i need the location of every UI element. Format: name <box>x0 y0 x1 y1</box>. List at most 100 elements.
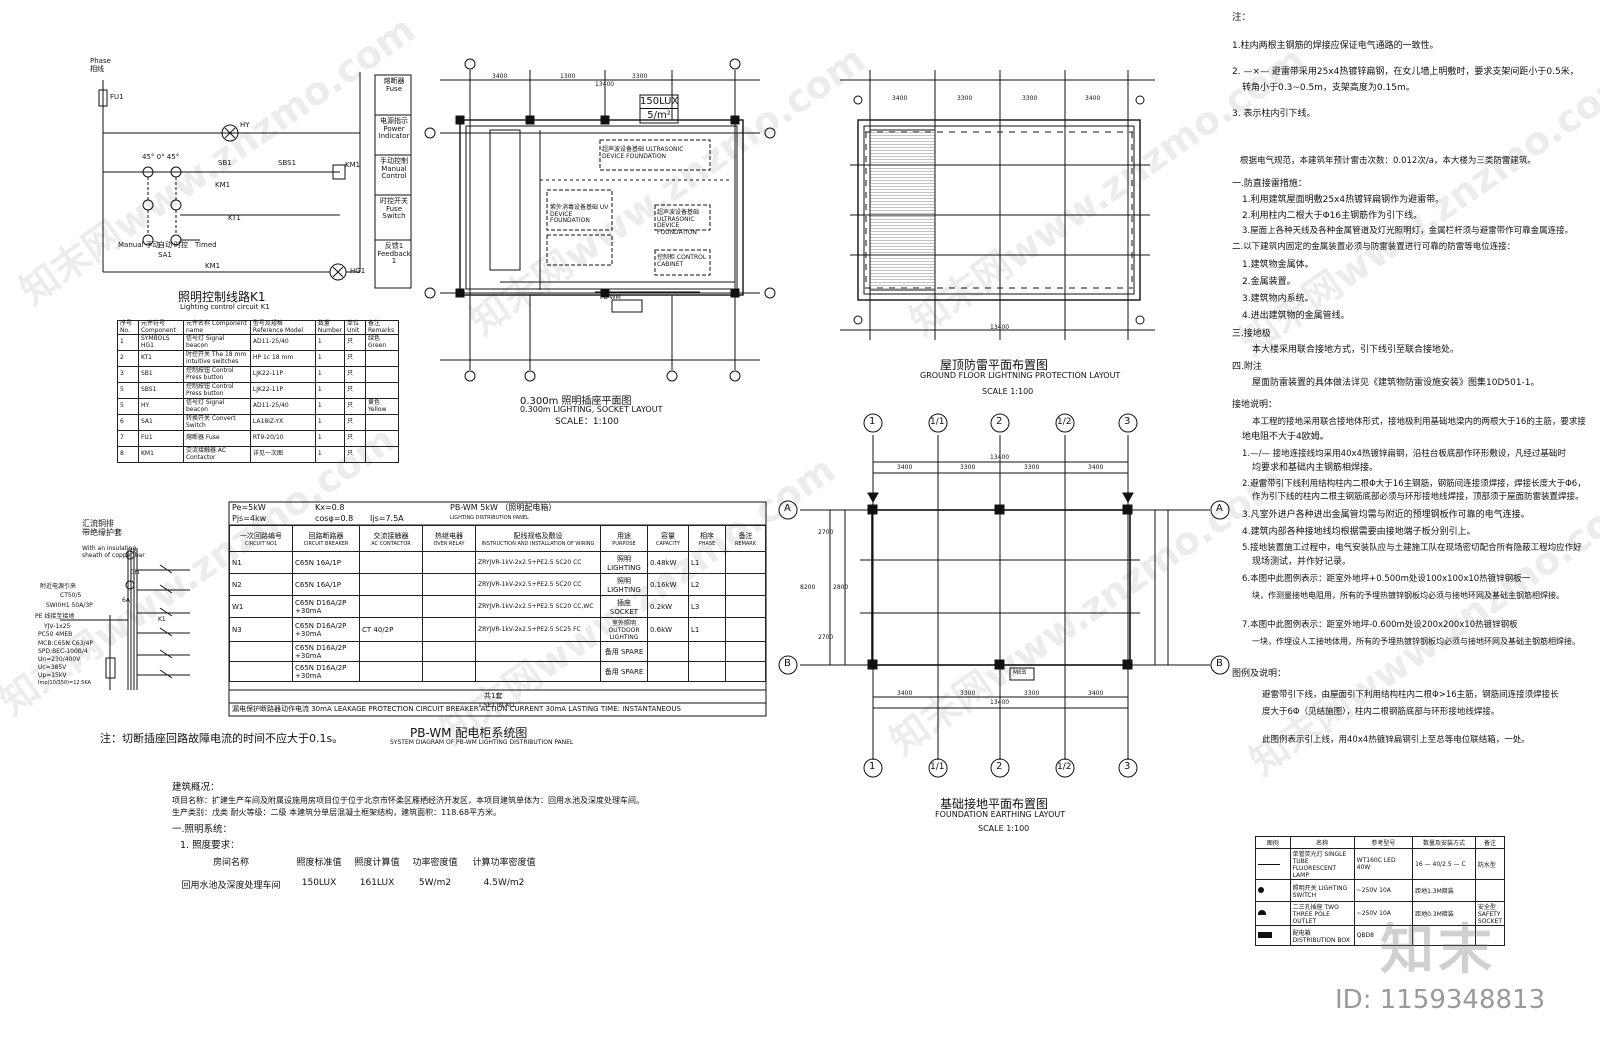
phase-label: Phase 相线 <box>90 57 111 73</box>
legend-cell: 配电箱 DISTRIBUTION BOX <box>1289 925 1355 946</box>
dist-header-cn: 备注 <box>738 531 753 540</box>
table-cell: 只 <box>343 430 366 448</box>
side-label-cn: 手动控制 <box>380 157 408 165</box>
note-line: 3.屋面上各种天线及各种金属管道及灯光照明灯，金属栏杆须与避雷带作可靠金属连接。 <box>1242 226 1574 236</box>
sbs1-label: SBS1 <box>278 159 297 167</box>
dist-cell <box>422 641 476 662</box>
dim-label: 3300 <box>1022 95 1038 102</box>
table-cell: 黄色 Yellow <box>364 398 400 416</box>
dim-label: 3400 <box>892 95 908 102</box>
table-cell <box>364 350 400 368</box>
legend-cell: 照明开关 LIGHTING SWITCH <box>1289 879 1355 902</box>
table-cell: 只 <box>343 334 366 352</box>
table-cell: 只 <box>343 350 366 368</box>
total-dim-label: 13400 <box>595 81 615 88</box>
ct-label: CT50/5 <box>60 592 82 599</box>
illum-header: 照度计算值 <box>354 858 400 868</box>
table-cell: 控制按钮 Control Press button <box>182 366 251 384</box>
table-cell: 1 <box>314 430 345 448</box>
dim-label: 3400 <box>492 73 508 80</box>
legend-cell <box>1255 925 1291 946</box>
table-cell: 1 <box>314 366 345 384</box>
note-line: 四.附注 <box>1232 362 1262 372</box>
dim-label: 3300 <box>957 95 973 102</box>
axis-label: 1/1 <box>930 762 945 772</box>
dist-header-cn: 相序 <box>700 531 714 540</box>
axis-label: 3 <box>1124 416 1131 427</box>
table-cell: HY <box>137 398 184 416</box>
dim-label: 3400 <box>897 690 913 697</box>
table-header: 序号 No. <box>117 319 139 336</box>
legend-header: 备注 <box>1474 836 1506 849</box>
foundation-plan-scale: SCALE 1:100 <box>978 824 1030 833</box>
dist-cell <box>475 661 601 682</box>
note-line: 2.金属装置。 <box>1242 277 1296 287</box>
dist-cell <box>359 661 423 682</box>
dim-label: 3400 <box>1088 690 1104 697</box>
overview-heading: 建筑概况： <box>172 782 220 793</box>
switch-label: SWI0H1 50A/3P <box>46 602 93 609</box>
dist-cell: L3 <box>688 595 726 618</box>
note-line: 二.以下建筑内固定的金属装置必须与防雷装置进行可靠的防雷等电位连接： <box>1232 242 1516 252</box>
overview-section: 一.照明系统： <box>172 824 233 835</box>
note-line: 1.建筑物金属体。 <box>1242 260 1314 270</box>
side-label-en: Fuse Switch <box>382 204 406 221</box>
dim-label: 3400 <box>1088 464 1104 471</box>
illum-header: 功率密度值 <box>412 858 458 868</box>
table-cell: LJK22-11P <box>249 382 316 400</box>
dim-label: 3300 <box>1024 464 1040 471</box>
axis-label: A <box>784 503 791 514</box>
lighting-plan-subtitle: 0.300m LIGHTING, SOCKET LAYOUT <box>520 405 663 414</box>
dist-cell <box>229 641 293 662</box>
notes-heading: 注： <box>1232 12 1252 23</box>
lighting-plan-scale: SCALE：1:100 <box>555 417 619 427</box>
table-cell <box>364 366 400 384</box>
legend-cell <box>1255 879 1291 902</box>
dist-cell <box>725 551 766 574</box>
dist-cell: CT 40/2P <box>359 617 423 642</box>
timed-cn-label: 时控 <box>174 241 188 249</box>
table-cell: SYMBOLS HG1 <box>137 334 184 352</box>
socket-icon <box>1258 910 1266 915</box>
dist-header-en: PHASE <box>698 540 716 547</box>
dist-cell: N1 <box>229 551 293 574</box>
legend-header: 名称 <box>1289 836 1355 849</box>
table-cell: 1 <box>314 446 345 464</box>
note-line: 5.接地装置施工过程中，电气安装队应与土建施工队在现场密切配合所有隐蔽工程均应作… <box>1242 543 1582 553</box>
dist-header-en: CIRCUIT BREAKER <box>303 540 349 547</box>
legend-cell: QBD8 <box>1353 925 1414 946</box>
un-label: Un=230/400V <box>38 656 81 663</box>
dim-label: 3300 <box>1024 690 1040 697</box>
sb1-label: SB1 <box>218 159 232 167</box>
dist-cell <box>422 617 476 642</box>
note-line: 1.柱内两根主钢筋的焊接应保证电气通路的一致性。 <box>1232 41 1439 51</box>
dist-cell <box>647 641 689 662</box>
table-cell: 1 <box>117 334 139 352</box>
meb-label: MEB <box>1013 669 1027 676</box>
dist-cell: C65N D16A/2P +30mA <box>292 595 360 618</box>
note-line: 4.进出建筑物的金属管线。 <box>1242 311 1350 321</box>
dist-cell: L1 <box>688 551 726 574</box>
dist-cell: 0.16kW <box>647 573 689 596</box>
control-circuit-subtitle: Lighting control circuit K1 <box>180 303 270 311</box>
legend-cell <box>1474 925 1506 946</box>
note-line: 此图例表示引上线，用40x4热镀锌扁钢引上至总等电位联结箱，一处。 <box>1262 735 1530 745</box>
total-dim-label: 13400 <box>990 699 1010 706</box>
dist-header-en: PURPOSE <box>612 540 636 547</box>
dist-header-cn: 一次回路编号 <box>240 531 282 540</box>
table-cell: 8 <box>117 446 139 464</box>
axis-label: 1 <box>869 761 876 772</box>
note-line: 3.凡室外进户各种进出金属管均需与附近的预埋钢板作可靠的电气连接。 <box>1242 510 1530 520</box>
foundation-plan-subtitle: FOUNDATION EARTHING LAYOUT <box>935 810 1066 819</box>
